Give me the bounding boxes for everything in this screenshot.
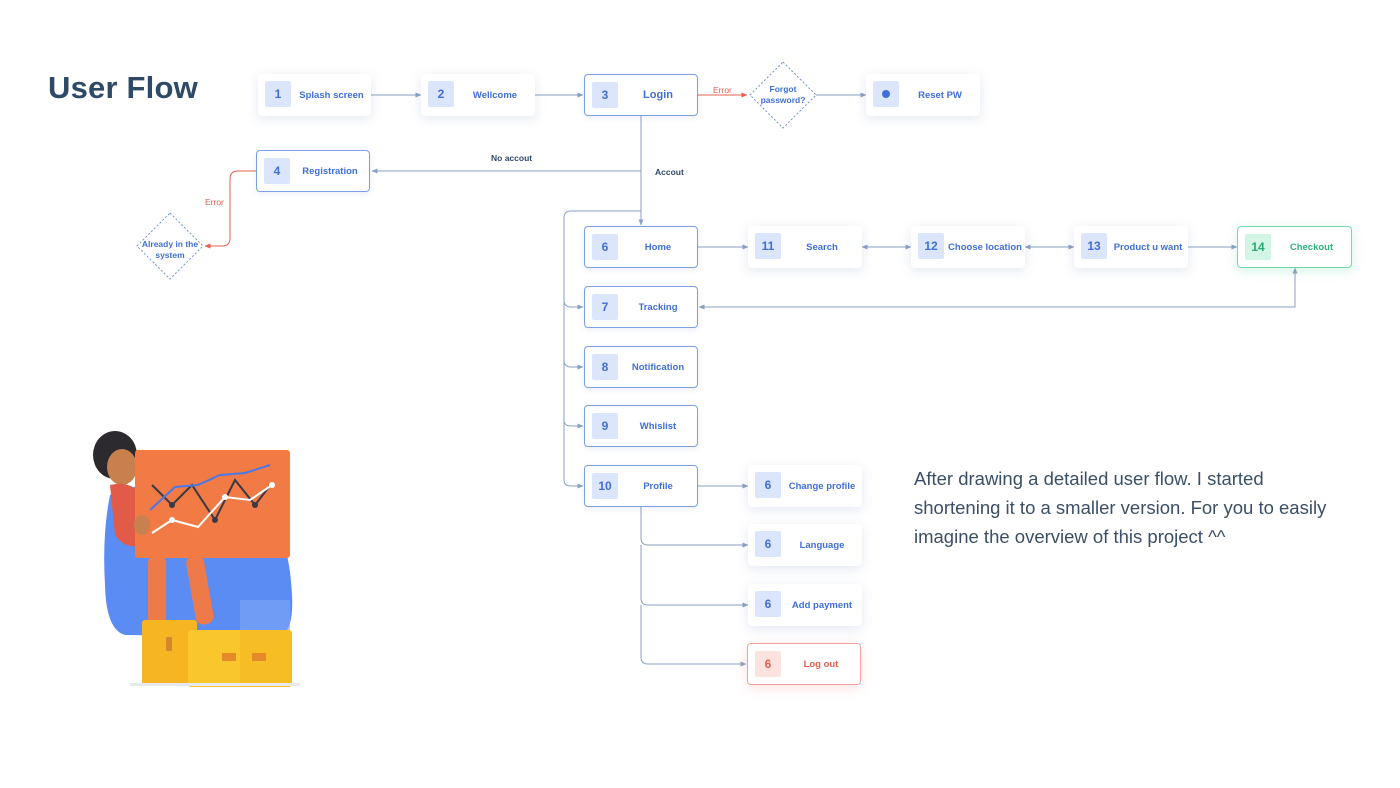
- node-label: Checkout: [1289, 241, 1334, 253]
- node-number: 4: [264, 158, 290, 184]
- node-label: Home: [644, 241, 672, 253]
- decision-already-in-system: Already in the system: [141, 239, 199, 260]
- node-number: 14: [1245, 234, 1271, 260]
- node-number: 2: [428, 81, 454, 107]
- node-welcome[interactable]: 2 Wellcome: [421, 74, 535, 116]
- decision-forgot-password: Forgot password?: [760, 84, 806, 105]
- node-label: Reset PW: [918, 89, 962, 101]
- node-number: 8: [592, 354, 618, 380]
- node-log-out[interactable]: 6 Log out: [747, 643, 861, 685]
- node-home[interactable]: 6 Home: [584, 226, 698, 268]
- node-add-payment[interactable]: 6 Add payment: [748, 584, 862, 626]
- node-label: Tracking: [638, 301, 678, 313]
- node-number: 6: [755, 472, 781, 498]
- node-login[interactable]: 3 Login: [584, 74, 698, 116]
- node-number: 11: [755, 233, 781, 259]
- node-splash-screen[interactable]: 1 Splash screen: [258, 74, 371, 116]
- edge-label-registration-error: Error: [205, 197, 224, 207]
- node-registration[interactable]: 4 Registration: [256, 150, 370, 192]
- node-language[interactable]: 6 Language: [748, 524, 862, 566]
- node-number: 6: [592, 234, 618, 260]
- node-icon-box: [873, 81, 899, 107]
- node-number: 3: [592, 82, 618, 108]
- node-label: Choose location: [948, 241, 1022, 253]
- node-label: Profile: [643, 480, 673, 492]
- node-number: 10: [592, 473, 618, 499]
- node-search[interactable]: 11 Search: [748, 226, 862, 268]
- node-label: Registration: [302, 165, 358, 177]
- node-notification[interactable]: 8 Notification: [584, 346, 698, 388]
- node-label: Whislist: [639, 420, 677, 432]
- node-change-profile[interactable]: 6 Change profile: [748, 465, 862, 507]
- node-label: Splash screen: [299, 89, 364, 101]
- node-label: Product u want: [1113, 241, 1183, 253]
- node-reset-pw[interactable]: Reset PW: [866, 74, 980, 116]
- node-label: Language: [799, 539, 845, 551]
- person-with-chart-illustration: [93, 431, 300, 687]
- node-whislist[interactable]: 9 Whislist: [584, 405, 698, 447]
- dot-icon: [882, 90, 890, 98]
- node-label: Wellcome: [472, 89, 518, 101]
- node-number: 6: [755, 651, 781, 677]
- node-number: 12: [918, 233, 944, 259]
- node-number: 1: [265, 81, 291, 107]
- edge-label-login-error: Error: [713, 85, 732, 95]
- node-number: 6: [755, 591, 781, 617]
- node-number: 13: [1081, 233, 1107, 259]
- node-choose-location[interactable]: 12 Choose location: [911, 226, 1025, 268]
- node-label: Change profile: [788, 480, 856, 492]
- node-label: Search: [806, 241, 838, 253]
- edge-label-no-account: No accout: [491, 153, 533, 163]
- node-label: Notification: [631, 361, 685, 373]
- node-checkout[interactable]: 14 Checkout: [1237, 226, 1352, 268]
- node-number: 7: [592, 294, 618, 320]
- node-product[interactable]: 13 Product u want: [1074, 226, 1188, 268]
- edge-label-account: Accout: [655, 167, 684, 177]
- node-label: Log out: [803, 658, 839, 670]
- node-tracking[interactable]: 7 Tracking: [584, 286, 698, 328]
- page-title: User Flow: [48, 70, 198, 105]
- node-number: 6: [755, 531, 781, 557]
- node-number: 9: [592, 413, 618, 439]
- node-label: Add payment: [791, 599, 853, 611]
- node-profile[interactable]: 10 Profile: [584, 465, 698, 507]
- node-label: Login: [643, 89, 673, 101]
- description-text: After drawing a detailed user flow. I st…: [914, 468, 1327, 547]
